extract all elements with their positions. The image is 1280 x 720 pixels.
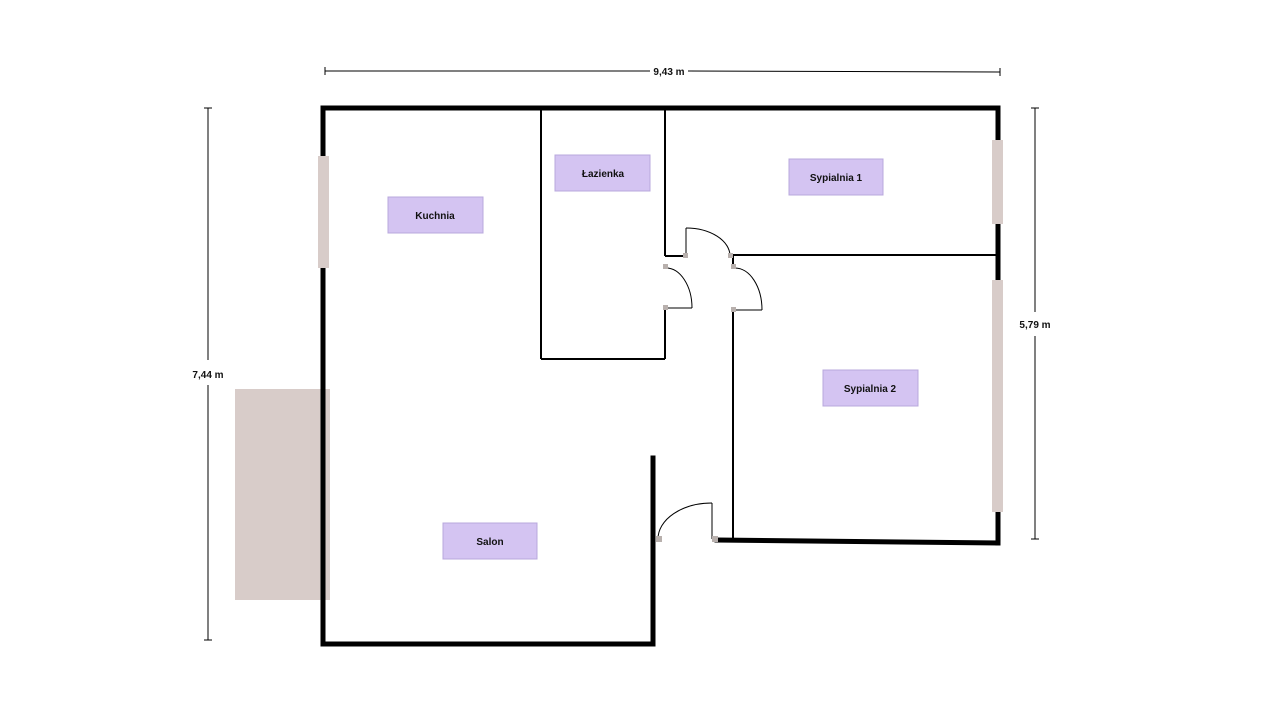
door-sypialnia-1 (683, 227, 733, 258)
dimension-width: 9,43 m (324, 67, 1001, 78)
window-kuchnia (318, 156, 329, 268)
room-name-lazienka: Łazienka (582, 169, 625, 180)
room-name-sypialnia-1: Sypialnia 1 (810, 173, 863, 184)
dimension-width-label: 9,43 m (653, 67, 684, 78)
room-label-sypialnia-1: Sypialnia 1 (788, 158, 884, 196)
room-label-kuchnia: Kuchnia (387, 196, 484, 234)
room-label-lazienka: Łazienka (554, 154, 651, 192)
door-sypialnia-2 (731, 264, 763, 312)
room-label-salon: Salon (442, 522, 538, 560)
dimension-height-left-label: 7,44 m (192, 370, 223, 381)
inner-walls (540, 108, 998, 538)
balcony (235, 389, 330, 600)
window-sypialnia-2 (992, 280, 1003, 512)
door-entrance (656, 502, 718, 542)
door-lazienka (663, 264, 693, 310)
room-label-sypialnia-2: Sypialnia 2 (822, 369, 919, 407)
room-name-sypialnia-2: Sypialnia 2 (844, 384, 897, 395)
dimension-height-right: 5,79 m (1019, 107, 1051, 540)
window-sypialnia-1 (992, 140, 1003, 224)
dimension-height-right-label: 5,79 m (1019, 320, 1050, 331)
dimension-height-left: 7,44 m (192, 107, 224, 641)
room-name-salon: Salon (476, 537, 503, 548)
room-name-kuchnia: Kuchnia (415, 211, 455, 222)
outer-walls (320, 105, 1001, 647)
